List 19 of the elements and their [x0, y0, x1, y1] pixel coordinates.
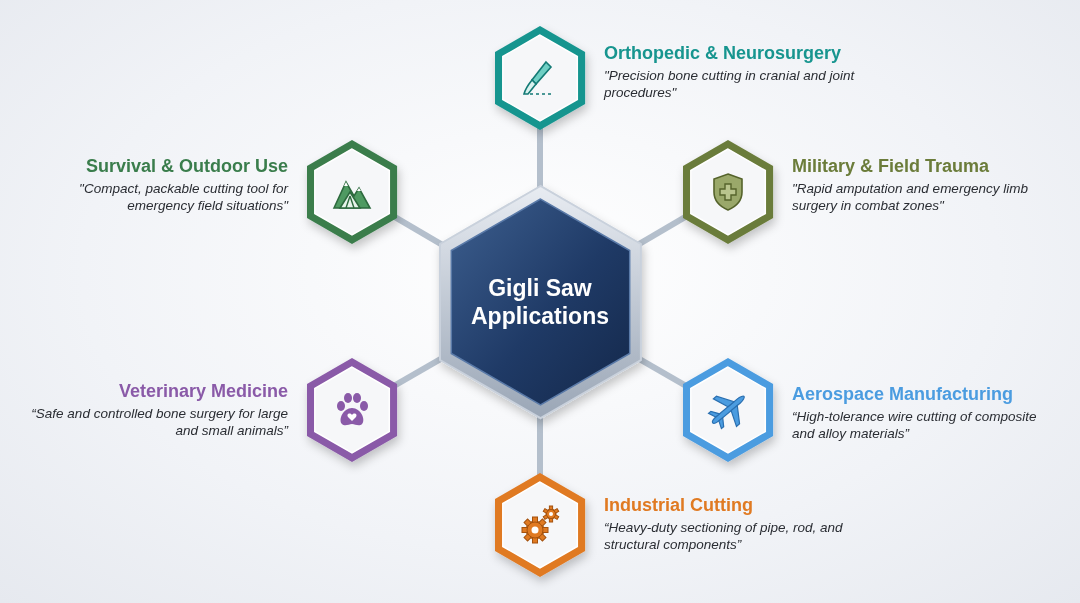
description-quote: "Precision bone cutting in cranial and joint procedures" — [604, 67, 856, 101]
category-title: Veterinary Medicine — [117, 380, 288, 402]
connector-line — [537, 416, 543, 475]
description-quote: “Heavy-duty sectioning of pipe, rod, and structural components” — [604, 519, 844, 553]
category-title: Industrial Cutting — [604, 494, 754, 516]
connector-line — [636, 214, 687, 248]
description-quote: "Compact, packable cutting tool for emergency field situations" — [78, 180, 288, 214]
description-quote: "Rapid amputation and emergency limb surgery in combat zones" — [792, 180, 1029, 214]
description-quote: “Safe and controlled bone surgery for large and small animals” — [30, 405, 288, 439]
connector-line — [537, 128, 543, 188]
connector-line — [393, 214, 444, 248]
hub-title: Gigli Saw Applications — [469, 274, 610, 330]
category-title: Survival & Outdoor Use — [84, 155, 288, 177]
category-title: Orthopedic & Neurosurgery — [604, 42, 843, 64]
category-title: Military & Field Trauma — [792, 155, 991, 177]
description-quote: “High-tolerance wire cutting of composite and alloy materials” — [792, 408, 1038, 442]
connector-line — [393, 356, 443, 388]
connector-line — [637, 356, 687, 388]
category-title: Aerospace Manufacturing — [792, 383, 1015, 405]
